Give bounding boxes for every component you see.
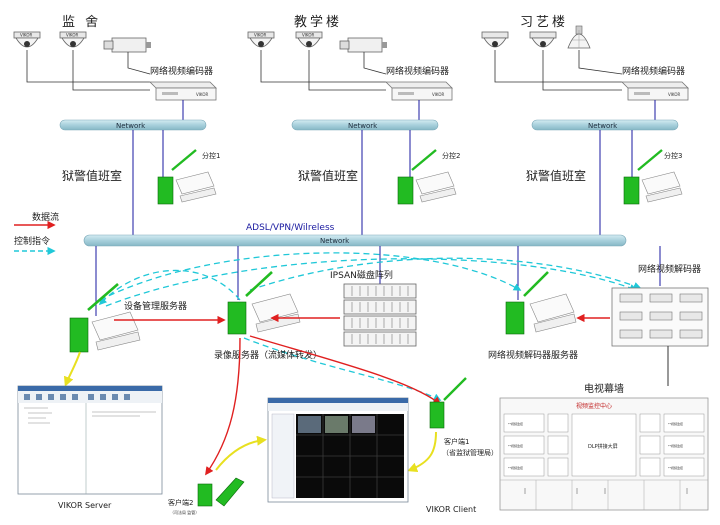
control-flows — [98, 252, 642, 401]
svg-text:VIKOR: VIKOR — [254, 33, 266, 38]
site-2-title: 教学楼 — [294, 14, 342, 30]
camera-dome-icon: VIKOR — [59, 31, 87, 48]
svg-text:VIKOR: VIKOR — [432, 92, 444, 97]
client2-workstation-icon — [197, 477, 245, 507]
site-3-title: 习艺楼 — [520, 15, 568, 30]
workstation-icon — [623, 149, 683, 205]
camera-box-icon — [339, 37, 387, 53]
svg-text:**视频监控: **视频监控 — [668, 465, 683, 470]
vikor-server-window — [17, 385, 163, 495]
data-flows — [114, 313, 610, 476]
legend: 数据流 控制指令 — [14, 211, 59, 256]
camera-dome-icon — [529, 31, 557, 48]
backbone-title: ADSL/VPN/Wilreless — [246, 223, 335, 233]
video-encoder-icon: VIKOR — [385, 81, 453, 101]
camera-dome-icon: VIKOR — [247, 31, 275, 48]
site-1-network-label: Network — [116, 122, 146, 130]
site-3-duty-room: 狱警值班室 — [526, 168, 586, 183]
camera-dome-icon: VIKOR — [295, 31, 323, 48]
decoder-label: 网络视频解码器 — [638, 263, 701, 275]
site-3-network-label: Network — [588, 122, 618, 130]
camera-dome-icon: VIKOR — [13, 31, 41, 48]
backbone-network-bar — [83, 234, 627, 247]
svg-text:**视频监控: **视频监控 — [508, 421, 523, 426]
tv-wall-icon: 视频监控中心 DLP拼接大屏 **视频监控 **视频监控 **视频监控 **视频… — [499, 397, 709, 511]
decoder-server-label: 网络视频解码器服务器 — [488, 349, 578, 361]
legend-control-label: 控制指令 — [14, 235, 50, 247]
vikor-client-window — [267, 397, 409, 503]
site-2-duty-room: 狱警值班室 — [298, 168, 358, 183]
ipsan-label: IPSAN磁盘阵列 — [330, 269, 393, 281]
video-decoder-icon — [611, 287, 709, 347]
backbone-network-label: Network — [320, 237, 350, 245]
svg-text:VIKOR: VIKOR — [66, 33, 78, 38]
svg-text:VIKOR: VIKOR — [302, 33, 314, 38]
svg-text:VIKOR: VIKOR — [668, 92, 680, 97]
svg-text:**视频监控: **视频监控 — [668, 443, 683, 448]
vikor-server-label: VIKOR Server — [58, 501, 112, 510]
workstation-icon — [157, 149, 217, 205]
device-server-workstation-icon — [69, 283, 141, 353]
site-1-sub-control: 分控1 — [202, 151, 220, 160]
video-encoder-icon: VIKOR — [149, 81, 217, 101]
svg-text:VIKOR: VIKOR — [20, 33, 32, 38]
client1-sub-label: （省监狱管理局） — [442, 448, 498, 457]
camera-box-icon — [103, 37, 151, 53]
client1-workstation-icon — [429, 377, 467, 429]
site-2-network-label: Network — [348, 122, 378, 130]
site-3-encoder-label: 网络视频编码器 — [622, 65, 685, 77]
client-flows — [63, 351, 437, 473]
site-2-encoder-label: 网络视频编码器 — [386, 65, 449, 77]
site-1-encoder-label: 网络视频编码器 — [150, 65, 213, 77]
camera-speed-dome-icon — [567, 25, 591, 49]
site-1-title: 监 舍 — [62, 15, 101, 30]
ipsan-disk-array-icon — [343, 283, 417, 347]
site-3-sub-control: 分控3 — [664, 151, 682, 160]
video-encoder-icon: VIKOR — [621, 81, 689, 101]
device-server-label: 设备管理服务器 — [124, 300, 187, 312]
svg-text:**视频监控: **视频监控 — [508, 465, 523, 470]
site-1-duty-room: 狱警值班室 — [62, 168, 122, 183]
svg-text:**视频监控: **视频监控 — [668, 421, 683, 426]
site-2: 教学楼 VIKOR VIKOR 网络视频编码器 VIKOR — [247, 14, 460, 238]
client2-sub-label: （司法局 监管） — [170, 509, 199, 515]
client2-label: 客户端2 — [168, 498, 193, 507]
legend-data-flow-label: 数据流 — [32, 211, 59, 223]
client1-label: 客户端1 — [444, 437, 469, 446]
camera-dome-icon — [481, 31, 509, 48]
tv-wall-label: 电视幕墙 — [584, 382, 624, 395]
tv-wall-center-screen: DLP拼接大屏 — [588, 443, 618, 450]
record-server-workstation-icon — [227, 271, 301, 335]
workstation-icon — [397, 149, 457, 205]
site-3: 习艺楼 网络视频编码器 VIKOR Network — [481, 15, 689, 238]
site-1: 监 舍 VIKOR VIKOR 网络视频编码器 VIKOR — [13, 15, 220, 238]
site-2-network-bar — [291, 119, 439, 131]
svg-text:**视频监控: **视频监控 — [508, 443, 523, 448]
site-2-sub-control: 分控2 — [442, 151, 460, 160]
vikor-client-label: VIKOR Client — [426, 505, 476, 514]
decoder-server-workstation-icon — [505, 271, 577, 335]
svg-text:VIKOR: VIKOR — [196, 92, 208, 97]
site-3-network-bar — [531, 119, 679, 131]
tv-wall-header: 视频监控中心 — [576, 402, 612, 410]
record-server-label: 录像服务器（流媒体转发） — [214, 349, 322, 361]
